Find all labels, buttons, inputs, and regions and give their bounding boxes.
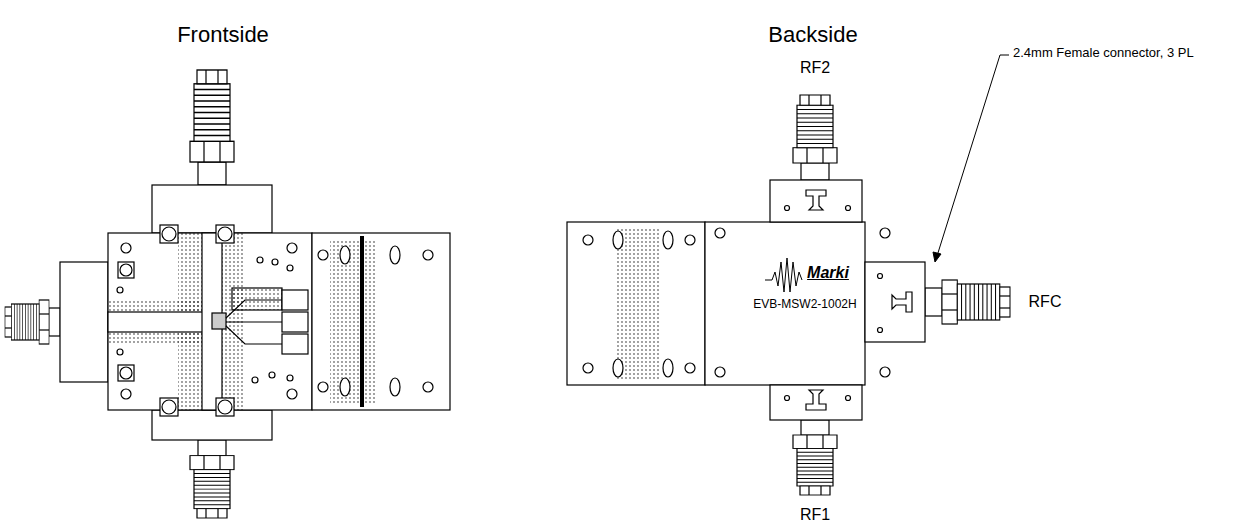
part-number: EVB-MSW2-1002H xyxy=(753,298,856,312)
port-label: RF2 xyxy=(800,59,830,77)
port-label: RFC xyxy=(1029,293,1062,311)
frontside-board xyxy=(5,70,450,518)
port-label: RF1 xyxy=(800,506,830,524)
logo-text: Marki xyxy=(807,264,849,282)
view-title: Frontside xyxy=(177,22,269,47)
backside-board xyxy=(567,95,1010,495)
view-title: Backside xyxy=(768,22,857,47)
leader-line xyxy=(933,55,1009,262)
callout-note: 2.4mm Female connector, 3 PL xyxy=(1013,46,1194,61)
